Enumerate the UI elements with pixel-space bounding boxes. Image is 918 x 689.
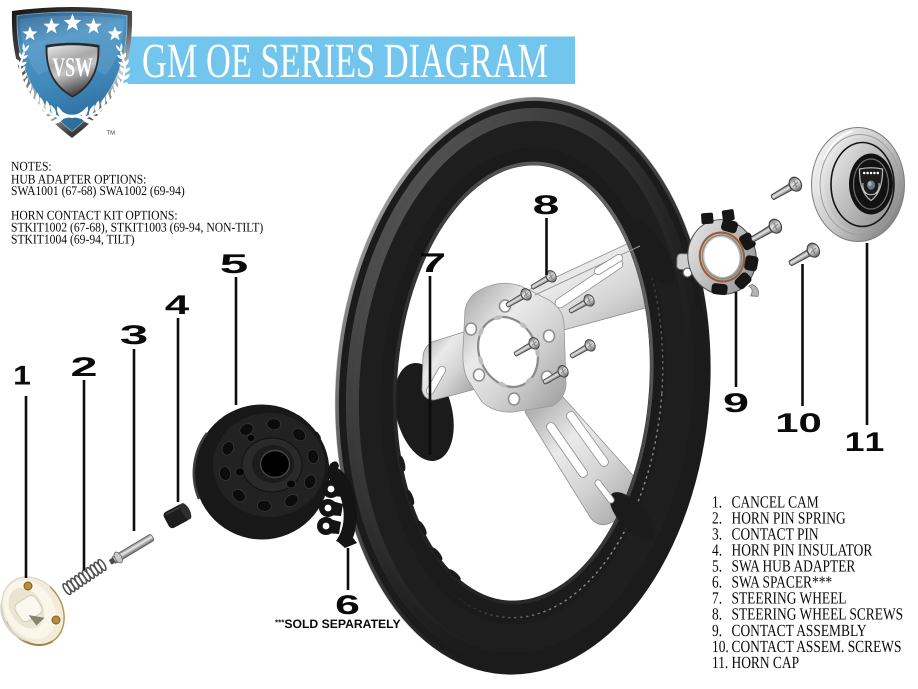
svg-text:***SOLD SEPARATELY: ***SOLD SEPARATELY xyxy=(275,617,401,631)
svg-text:HORN CONTACT KIT OPTIONS:: HORN CONTACT KIT OPTIONS: xyxy=(11,208,178,223)
svg-text:4.HORN PIN INSULATOR: 4.HORN PIN INSULATOR xyxy=(712,541,873,560)
svg-text:6.SWA SPACER***: 6.SWA SPACER*** xyxy=(712,573,832,592)
svg-text:9.CONTACT ASSEMBLY: 9.CONTACT ASSEMBLY xyxy=(712,621,867,640)
svg-text:7.STEERING WHEEL: 7.STEERING WHEEL xyxy=(712,589,847,608)
svg-text:10.CONTACT ASSEM. SCREWS: 10.CONTACT ASSEM. SCREWS xyxy=(712,637,901,656)
svg-text:NOTES:: NOTES: xyxy=(11,159,52,174)
svg-text:11.HORN CAP: 11.HORN CAP xyxy=(712,653,799,672)
svg-text:HUB ADAPTER OPTIONS:: HUB ADAPTER OPTIONS: xyxy=(11,172,146,187)
svg-text:STKIT1004 (69-94, TILT): STKIT1004 (69-94, TILT) xyxy=(11,232,134,247)
svg-text:TM: TM xyxy=(107,130,116,137)
svg-text:8.STEERING WHEEL SCREWS: 8.STEERING WHEEL SCREWS xyxy=(712,605,903,624)
svg-text:GM OE SERIES DIAGRAM: GM OE SERIES DIAGRAM xyxy=(142,33,548,88)
svg-text:1.CANCEL CAM: 1.CANCEL CAM xyxy=(712,492,819,511)
svg-text:2.HORN PIN SPRING: 2.HORN PIN SPRING xyxy=(712,508,846,527)
svg-text:SWA1001 (67-68) SWA1002 (69-94: SWA1001 (67-68) SWA1002 (69-94) xyxy=(11,183,185,198)
svg-text:5.SWA HUB ADAPTER: 5.SWA HUB ADAPTER xyxy=(712,557,856,576)
svg-text:3.CONTACT PIN: 3.CONTACT PIN xyxy=(712,524,819,543)
svg-text:VSW: VSW xyxy=(52,52,93,82)
svg-text:STKIT1002 (67-68), STKIT1003 (: STKIT1002 (67-68), STKIT1003 (69-94, NON… xyxy=(11,220,263,235)
